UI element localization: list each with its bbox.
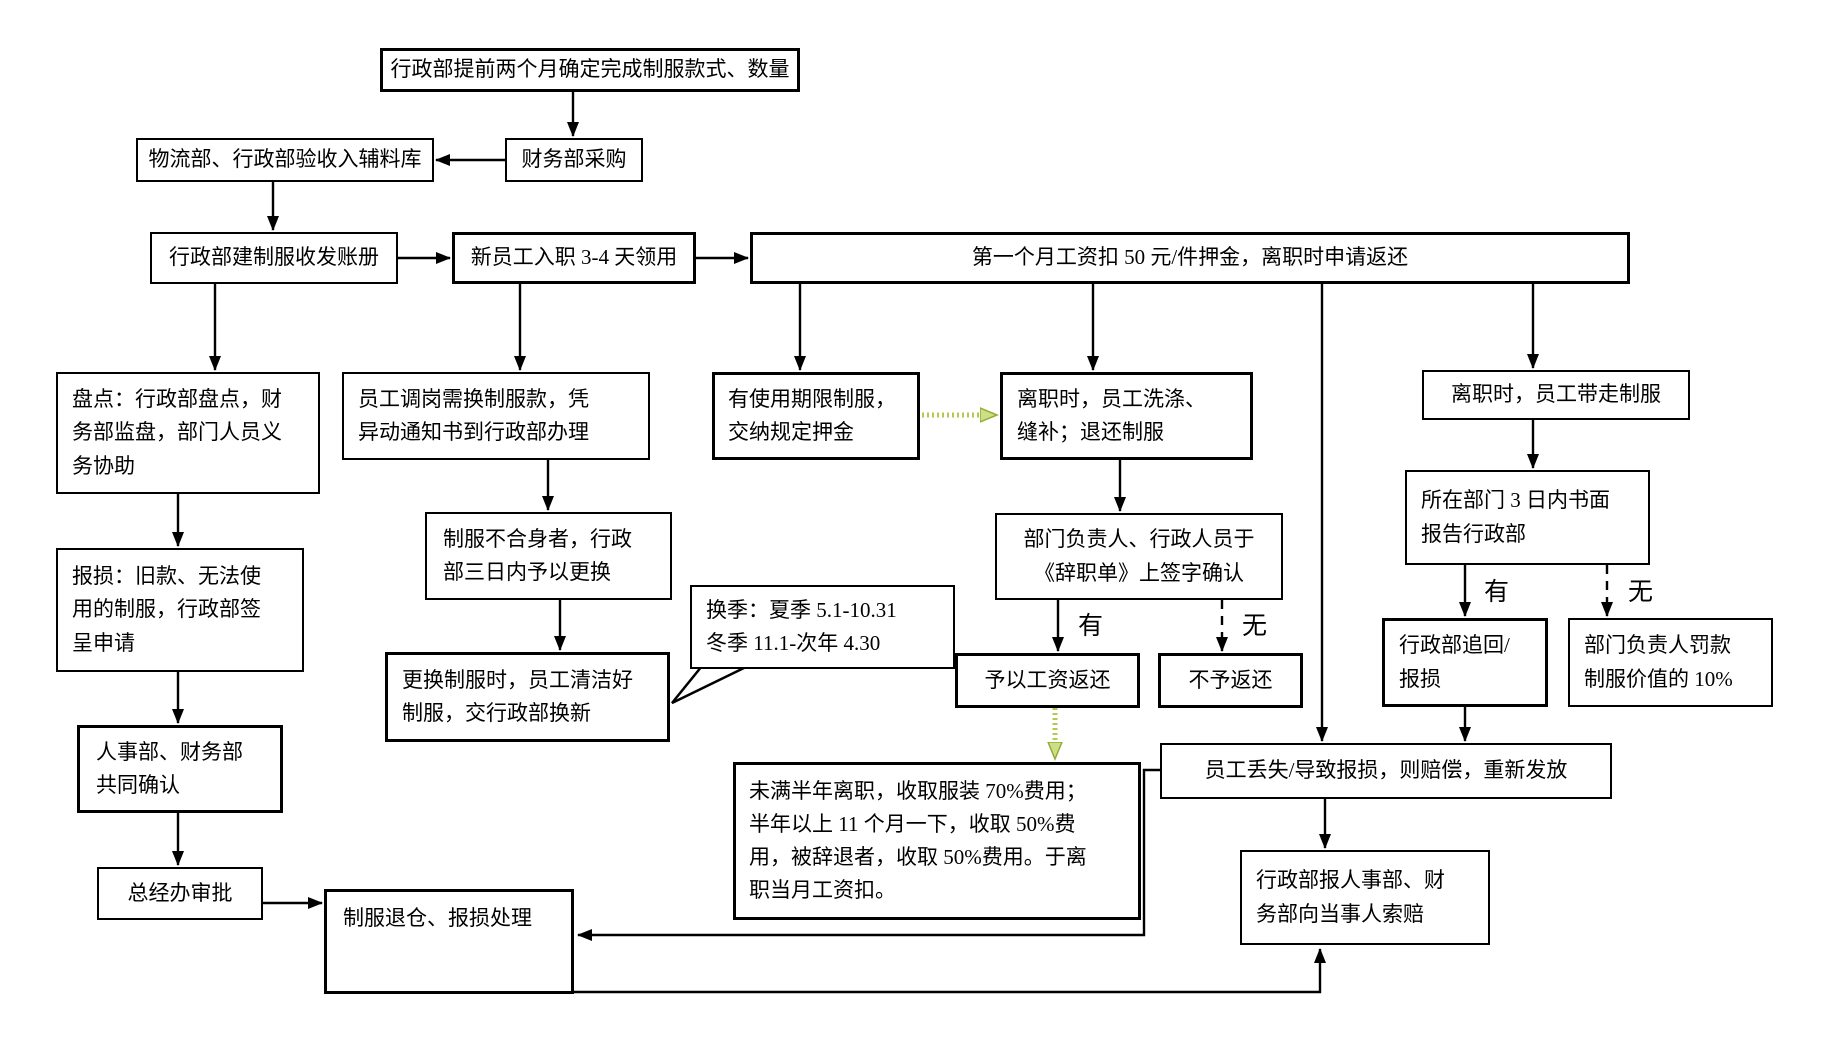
node-no-refund: 不予返还	[1158, 653, 1303, 708]
node-warehouse-accept: 物流部、行政部验收入辅料库	[136, 138, 434, 182]
node-confirm-style-text: 行政部提前两个月确定完成制服款式、数量	[390, 57, 790, 82]
node-finance-purchase-text: 财务部采购	[521, 147, 627, 172]
node-leave-take: 离职时，员工带走制服	[1422, 370, 1690, 420]
node-fee-schedule: 未满半年离职，收取服装 70%费用； 半年以上 11 个月一下，收取 50%费 …	[733, 762, 1141, 920]
node-warehouse-accept-text: 物流部、行政部验收入辅料库	[148, 147, 422, 172]
node-claim-compensation-text: 行政部报人事部、财 务部向当事人索赔	[1256, 868, 1445, 926]
node-leave-wash: 离职时，员工洗涤、 缝补；退还制服	[1000, 372, 1253, 460]
node-scrap-report: 报损：旧款、无法使 用的制服，行政部签 呈申请	[56, 548, 304, 672]
node-admin-recover: 行政部追回/ 报损	[1382, 618, 1548, 707]
node-hr-finance-confirm: 人事部、财务部 共同确认	[77, 725, 283, 813]
node-term-deposit-text: 有使用期限制服， 交纳规定押金	[728, 386, 896, 444]
node-clean-exchange: 更换制服时，员工清洁好 制服，交行政部换新	[385, 652, 670, 742]
label-yes-sign: 有	[1078, 613, 1104, 640]
node-deposit-rule-text: 第一个月工资扣 50 元/件押金，离职时申请返还	[971, 245, 1409, 270]
label-no-sign: 无	[1242, 613, 1268, 640]
node-report-3days-text: 所在部门 3 日内书面 报告行政部	[1421, 488, 1610, 546]
node-misfit-exchange-text: 制服不合身者，行政 部三日内予以更换	[443, 526, 632, 584]
node-manager-fine: 部门负责人罚款 制服价值的 10%	[1568, 618, 1773, 707]
node-lost-compensate: 员工丢失/导致报损，则赔偿，重新发放	[1160, 743, 1612, 799]
node-clean-exchange-text: 更换制服时，员工清洁好 制服，交行政部换新	[402, 667, 633, 725]
node-lost-compensate-text: 员工丢失/导致报损，则赔偿，重新发放	[1204, 758, 1568, 783]
node-report-3days: 所在部门 3 日内书面 报告行政部	[1405, 470, 1650, 565]
node-leave-wash-text: 离职时，员工洗涤、 缝补；退还制服	[1017, 386, 1206, 444]
node-finance-purchase: 财务部采购	[505, 138, 643, 182]
node-gm-approve-text: 总经办审批	[127, 880, 233, 905]
node-transfer-change: 员工调岗需换制服款，凭 异动通知书到行政部办理	[342, 372, 650, 460]
node-leave-take-text: 离职时，员工带走制服	[1451, 382, 1661, 407]
node-deposit-rule: 第一个月工资扣 50 元/件押金，离职时申请返还	[750, 232, 1630, 284]
node-sign-confirm: 部门负责人、行政人员于 《辞职单》上签字确认	[995, 513, 1283, 600]
node-ledger-text: 行政部建制服收发账册	[169, 245, 379, 270]
node-stocktake-text: 盘点：行政部盘点，财 务部监盘，部门人员义 务协助	[72, 387, 282, 478]
node-no-refund-text: 不予返还	[1188, 667, 1273, 692]
node-admin-recover-text: 行政部追回/ 报损	[1399, 633, 1510, 691]
node-fee-schedule-text: 未满半年离职，收取服装 70%费用； 半年以上 11 个月一下，收取 50%费 …	[749, 778, 1087, 903]
node-return-warehouse-text: 制服退仓、报损处理	[343, 906, 532, 930]
node-season-callout-text: 换季：夏季 5.1-10.31 冬季 11.1-次年 4.30	[706, 597, 897, 655]
node-claim-compensation: 行政部报人事部、财 务部向当事人索赔	[1240, 850, 1490, 945]
node-sign-confirm-text: 部门负责人、行政人员于 《辞职单》上签字确认	[1023, 527, 1255, 585]
node-refund-salary: 予以工资返还	[955, 653, 1140, 708]
edge-return-to-claim	[574, 948, 1326, 994]
node-new-employee-text: 新员工入职 3-4 天领用	[470, 245, 678, 270]
node-transfer-change-text: 员工调岗需换制服款，凭 异动通知书到行政部办理	[358, 386, 589, 444]
node-term-deposit: 有使用期限制服， 交纳规定押金	[712, 372, 920, 460]
node-gm-approve: 总经办审批	[97, 867, 263, 920]
node-stocktake: 盘点：行政部盘点，财 务部监盘，部门人员义 务协助	[56, 372, 320, 494]
node-ledger: 行政部建制服收发账册	[150, 232, 398, 284]
label-no-report: 无	[1628, 579, 1654, 606]
node-season-callout: 换季：夏季 5.1-10.31 冬季 11.1-次年 4.30	[690, 585, 955, 669]
node-return-warehouse: 制服退仓、报损处理	[324, 889, 574, 994]
node-misfit-exchange: 制服不合身者，行政 部三日内予以更换	[425, 512, 672, 600]
callout-tail	[671, 664, 749, 705]
node-new-employee: 新员工入职 3-4 天领用	[452, 232, 696, 284]
node-manager-fine-text: 部门负责人罚款 制服价值的 10%	[1584, 633, 1733, 691]
label-yes-report: 有	[1484, 579, 1510, 606]
node-hr-finance-confirm-text: 人事部、财务部 共同确认	[96, 739, 243, 797]
node-scrap-report-text: 报损：旧款、无法使 用的制服，行政部签 呈申请	[72, 564, 261, 655]
node-confirm-style: 行政部提前两个月确定完成制服款式、数量	[380, 48, 800, 92]
node-refund-salary-text: 予以工资返还	[984, 667, 1111, 692]
